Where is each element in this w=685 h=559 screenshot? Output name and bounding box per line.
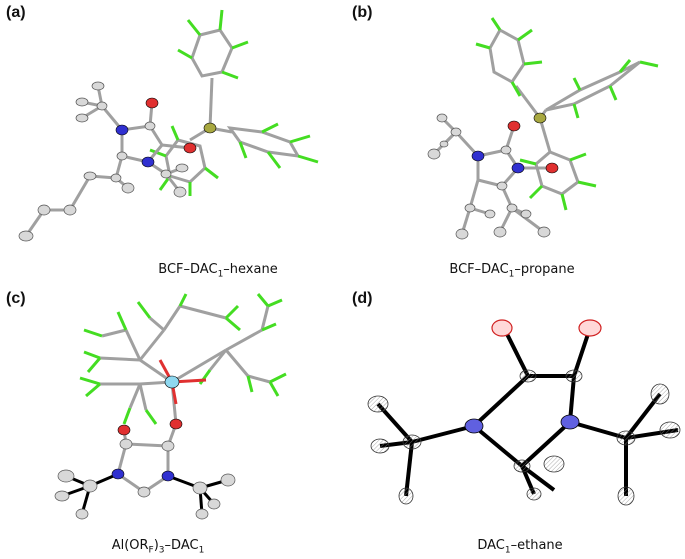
boron-atom [203,122,217,134]
aluminium-atom [164,375,180,389]
panel-b-caption: BCF–DAC1–propane [449,262,575,280]
oxygen-atom [507,120,521,132]
oxygen-atom [183,142,197,154]
panel-c-caption: Al(ORF)3–DAC1 [111,538,205,556]
structure-d [367,319,681,506]
oxygen-atom [145,97,159,109]
oxygen-atom [491,319,513,337]
nitrogen-atom [161,470,175,482]
nitrogen-atom [464,418,484,434]
boron-atom [533,112,547,124]
panel-c-label: (c) [6,290,26,307]
nitrogen-atom [560,414,580,430]
panel-d-caption: DAC1–ethane [477,538,563,556]
nitrogen-atom [111,468,125,480]
oxygen-atom [169,418,183,430]
nitrogen-atom [115,124,129,136]
nitrogen-atom [511,162,525,174]
panel-a-label: (a) [6,4,26,21]
oxygen-atom [117,424,131,436]
oxygen-atom [578,319,602,337]
oxygen-atom [545,162,559,174]
nitrogen-atom [471,150,485,162]
panel-d-label: (d) [352,290,373,307]
structure-c [54,293,287,520]
panel-b-label: (b) [352,4,373,21]
structure-a [18,9,319,242]
nitrogen-atom [141,156,155,168]
panel-a-caption: BCF–DAC1–hexane [158,262,278,280]
structure-b [427,17,659,240]
